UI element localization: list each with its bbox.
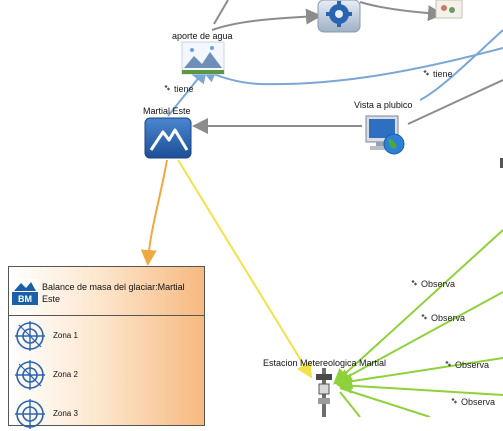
card-title: Balance de masa del glaciar:Martial Este bbox=[42, 282, 185, 304]
relation-icon bbox=[442, 360, 452, 370]
edge-aporte-to-gear bbox=[211, 8, 322, 31]
weather-station-icon[interactable] bbox=[316, 368, 332, 417]
bm-logo-icon: BM bbox=[12, 279, 38, 305]
edge-label-observa-3: Observa bbox=[442, 360, 489, 370]
target-zone-icon bbox=[15, 321, 45, 351]
node-label-vista: Vista a plubico bbox=[354, 100, 413, 110]
zone-item[interactable]: Zona 3 bbox=[11, 397, 161, 431]
relation-icon bbox=[448, 397, 458, 407]
edge-label-observa-4: Observa bbox=[448, 397, 495, 407]
edge-gear-right bbox=[359, 1, 444, 22]
right-edge-element bbox=[500, 158, 503, 168]
edge-green-5 bbox=[339, 387, 431, 417]
zone-label: Zona 3 bbox=[53, 409, 78, 418]
edge-top-right-blue bbox=[419, 29, 503, 101]
zone-item[interactable]: Zona 2 bbox=[11, 358, 161, 392]
edge-label-tiene-1: tiene bbox=[161, 84, 194, 94]
mountain-icon[interactable] bbox=[144, 117, 192, 159]
edge-green-4 bbox=[336, 377, 503, 396]
image-icon-partial[interactable] bbox=[435, 0, 463, 19]
edge-label-text: tiene bbox=[174, 84, 194, 94]
computer-globe-icon[interactable] bbox=[365, 115, 405, 155]
edges bbox=[140, 0, 503, 417]
card-header: BM Balance de masa del glaciar:Martial E… bbox=[9, 267, 204, 316]
edge-label-text: tiene bbox=[433, 69, 453, 79]
edge-label-tiene-2: tiene bbox=[420, 69, 453, 79]
edge-label-observa-2: Observa bbox=[418, 313, 465, 323]
edge-label-text: Observa bbox=[421, 279, 456, 289]
node-label-estacion: Estacion Metereologica Martial bbox=[263, 358, 387, 368]
edge-label-text: Observa bbox=[455, 360, 490, 370]
edge-label-text: Observa bbox=[461, 397, 496, 407]
relation-icon bbox=[408, 279, 418, 289]
target-zone-icon bbox=[15, 399, 45, 429]
zone-label: Zona 2 bbox=[53, 370, 78, 379]
edge-right-to-aporte-blue bbox=[200, 47, 503, 86]
zone-label: Zona 1 bbox=[53, 331, 78, 340]
relation-icon bbox=[420, 69, 430, 79]
edge-martial-to-estacion bbox=[177, 159, 313, 379]
node-label-aporte: aporte de agua bbox=[172, 31, 233, 41]
node-label-martial: Martial Este bbox=[143, 106, 191, 116]
edge-label-observa-1: Observa bbox=[408, 279, 455, 289]
edge-right-to-vista bbox=[407, 79, 503, 125]
target-zone-icon bbox=[15, 360, 45, 390]
diagram-canvas bbox=[140, 0, 503, 417]
edge-green-6 bbox=[339, 391, 361, 417]
edge-green-1 bbox=[333, 229, 503, 385]
relation-icon bbox=[161, 84, 171, 94]
edge-green-3 bbox=[336, 357, 503, 390]
gear-icon[interactable] bbox=[317, 0, 361, 33]
zone-item[interactable]: Zona 1 bbox=[11, 319, 161, 353]
bm-logo-text: BM bbox=[18, 294, 32, 304]
edge-martial-to-card bbox=[140, 159, 168, 266]
edge-top-aporte bbox=[213, 0, 229, 25]
mass-balance-card[interactable]: BM Balance de masa del glaciar:Martial E… bbox=[8, 266, 205, 429]
edge-green-2 bbox=[334, 291, 503, 384]
aporte-image[interactable] bbox=[181, 41, 225, 75]
relation-icon bbox=[418, 313, 428, 323]
edge-label-text: Observa bbox=[431, 313, 466, 323]
edge-martial-to-aporte bbox=[167, 66, 208, 117]
